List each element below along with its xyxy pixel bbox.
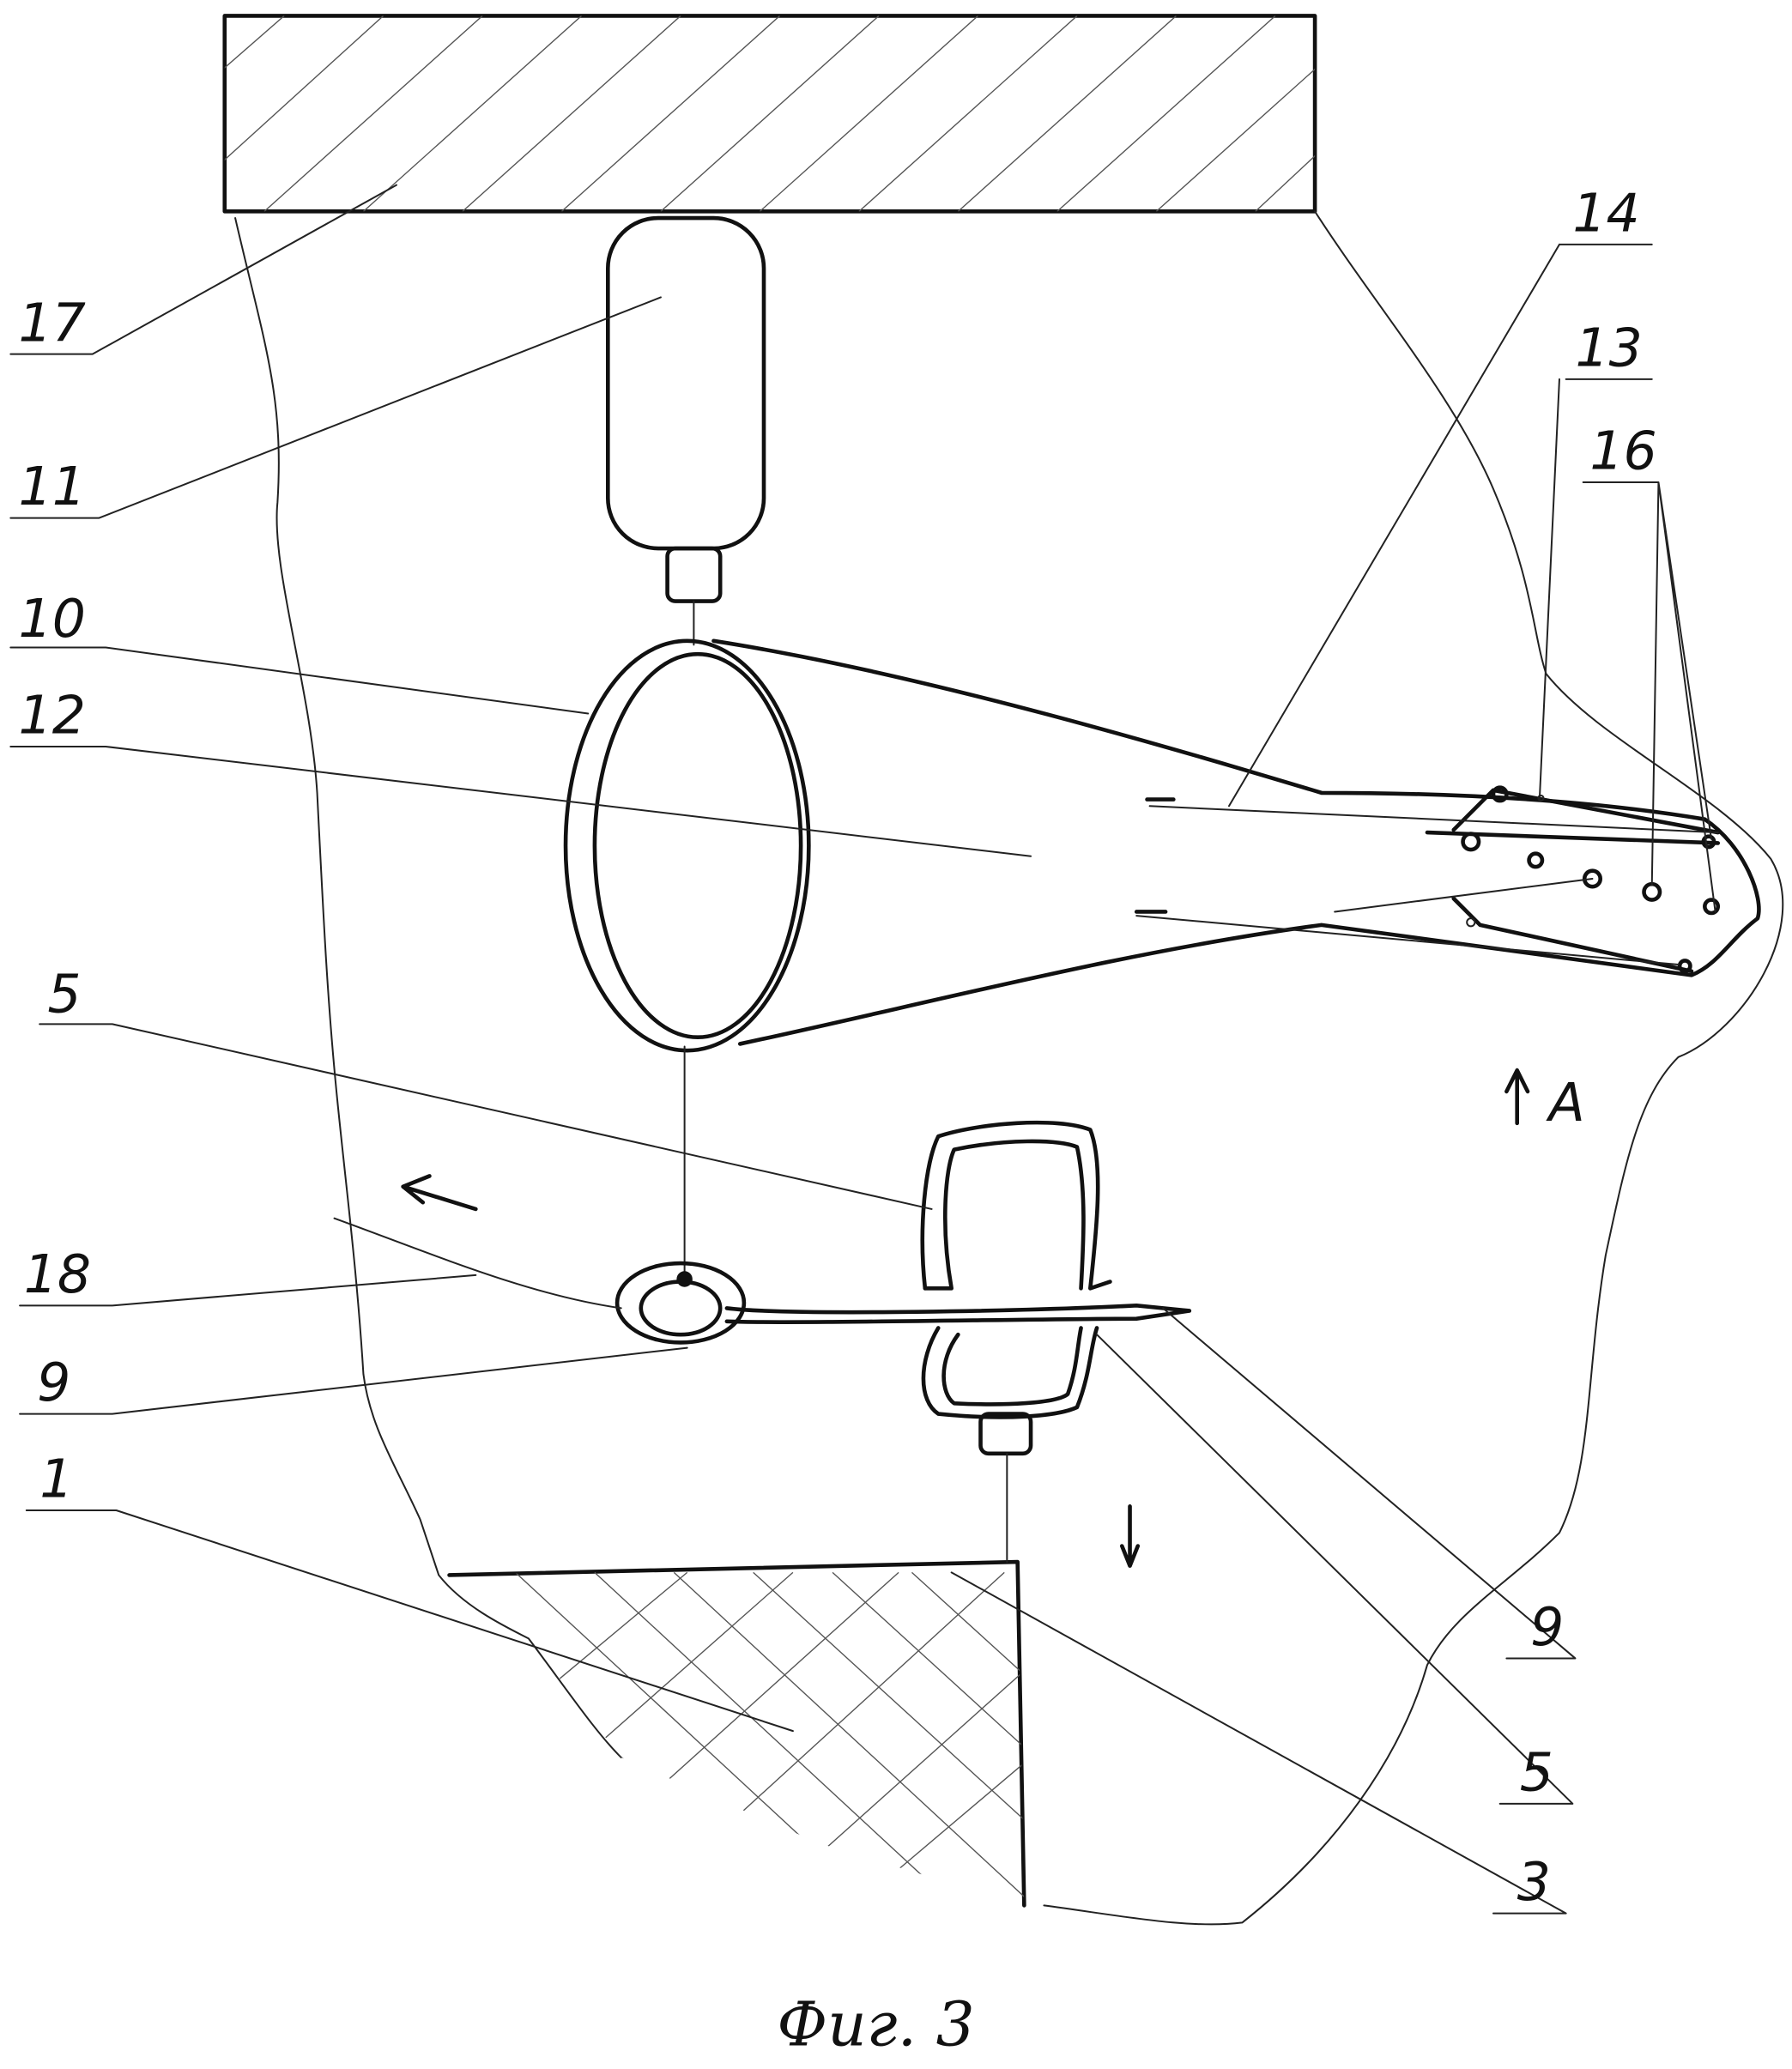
clamp — [923, 1122, 1111, 1562]
label-12: 12 — [19, 685, 86, 747]
swivel-rod — [335, 1219, 1190, 1343]
direction-arrows — [403, 1070, 1528, 1565]
label-16: 16 — [1589, 420, 1656, 482]
label-9-right: 9 — [1530, 1596, 1564, 1658]
label-17: 17 — [19, 292, 86, 354]
ground-block — [436, 1562, 1057, 1916]
label-1: 1 — [39, 1449, 73, 1510]
cone-net — [566, 641, 1759, 1050]
ceiling-structure — [211, 15, 1453, 211]
label-18: 18 — [24, 1243, 91, 1305]
label-5-left: 5 — [47, 963, 81, 1025]
label-14: 14 — [1572, 182, 1639, 244]
view-a-label: A — [1546, 1072, 1585, 1134]
label-13: 13 — [1575, 318, 1642, 379]
label-11: 11 — [19, 456, 86, 517]
label-5-right: 5 — [1520, 1741, 1553, 1803]
label-9-left: 9 — [37, 1352, 70, 1413]
label-10: 10 — [19, 588, 86, 650]
body-outline — [235, 211, 1783, 1924]
reference-labels: 17 11 10 12 5 18 9 1 14 13 16 A 9 5 3 Фи… — [19, 182, 1657, 2060]
tank — [608, 218, 764, 644]
label-3: 3 — [1517, 1851, 1551, 1913]
figure-caption: Фиг. 3 — [777, 1989, 974, 2060]
leader-lines — [10, 185, 1715, 1914]
